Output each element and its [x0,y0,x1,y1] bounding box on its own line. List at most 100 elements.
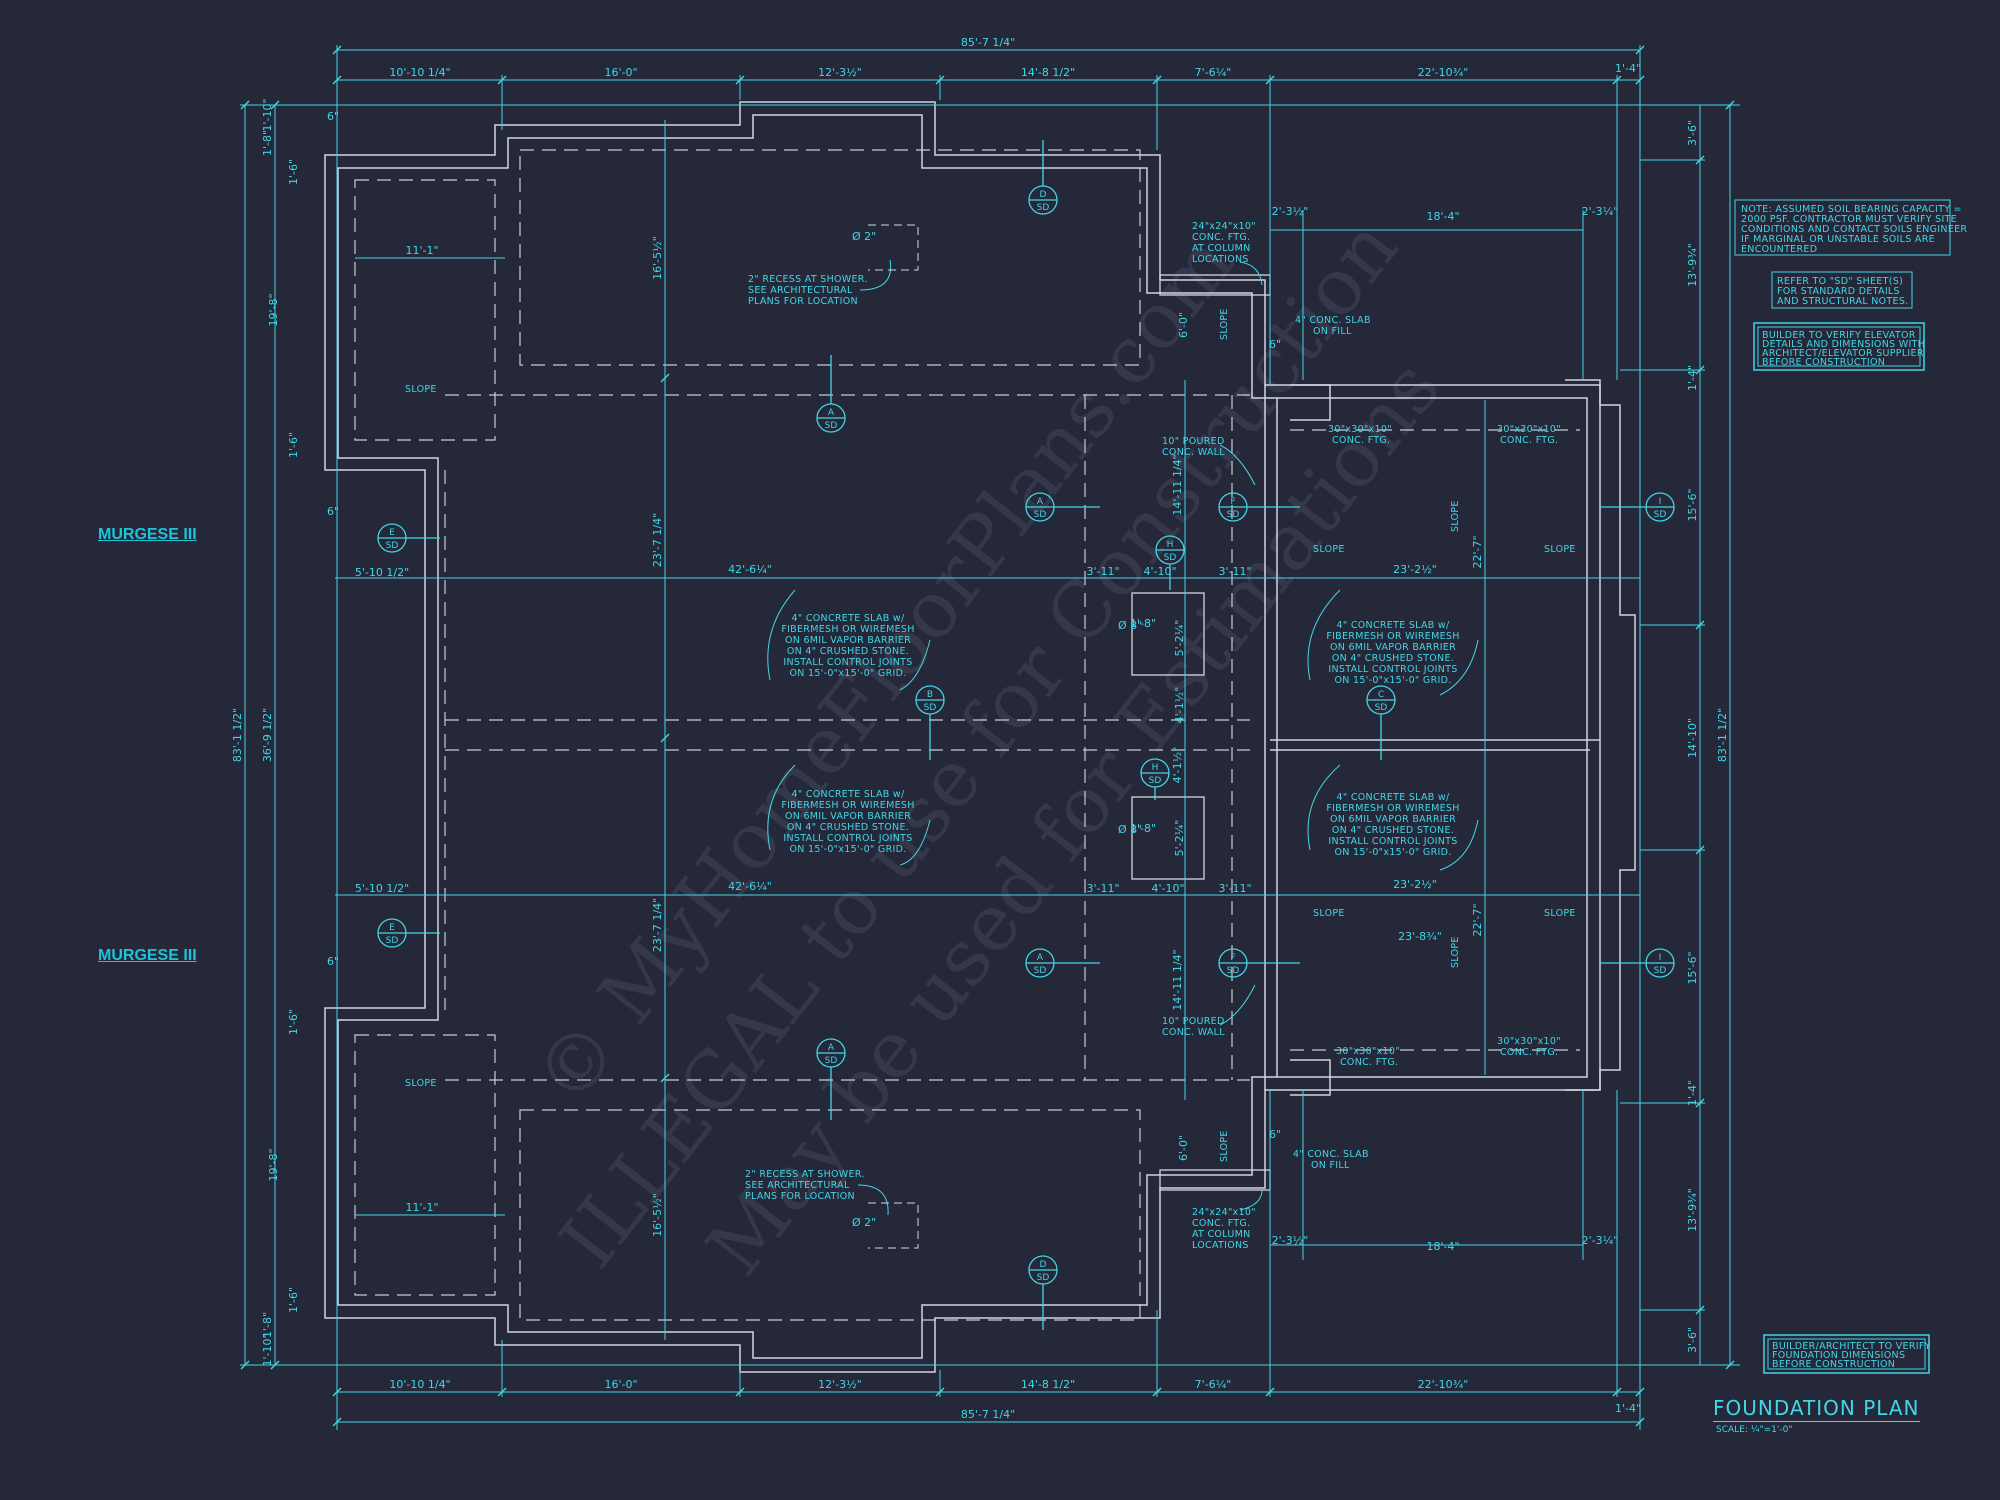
svg-text:1'-8": 1'-8" [1130,822,1156,835]
svg-text:Ø 2": Ø 2" [852,230,876,243]
svg-text:22'-7": 22'-7" [1471,903,1484,936]
svg-text:30"x30"x10": 30"x30"x10" [1497,1036,1561,1047]
svg-text:2" RECESS AT SHOWER.: 2" RECESS AT SHOWER. [748,274,868,285]
svg-text:18'-4": 18'-4" [1426,1240,1459,1253]
svg-text:ON 6MIL VAPOR BARRIER: ON 6MIL VAPOR BARRIER [785,635,911,646]
svg-text:SD: SD [1654,510,1667,520]
svg-text:SLOPE: SLOPE [1450,936,1461,968]
svg-text:22'-7": 22'-7" [1471,535,1484,568]
svg-text:7'-6¼": 7'-6¼" [1195,1378,1232,1391]
svg-text:FOUNDATION DIMENSIONS: FOUNDATION DIMENSIONS [1772,1350,1905,1361]
svg-text:18'-4": 18'-4" [1426,210,1459,223]
svg-text:FIBERMESH OR WIREMESH: FIBERMESH OR WIREMESH [1326,631,1459,642]
svg-text:SD: SD [825,421,838,431]
svg-text:22'-10¾": 22'-10¾" [1418,1378,1469,1391]
svg-text:SD: SD [386,541,399,551]
overall-width-top: 85'-7 1/4" [961,36,1015,49]
svg-text:42'-6¼": 42'-6¼" [728,880,772,893]
svg-text:ON 15'-0"x15'-0" GRID.: ON 15'-0"x15'-0" GRID. [789,668,906,679]
svg-text:2000 PSF. CONTRACTOR MUST VERI: 2000 PSF. CONTRACTOR MUST VERIFY SITE [1741,214,1957,225]
svg-text:1'-4": 1'-4" [1686,1080,1699,1106]
svg-text:CONDITIONS AND CONTACT SOILS E: CONDITIONS AND CONTACT SOILS ENGINEER [1741,224,1967,235]
slab-note-lower: 4" CONCRETE SLAB w/ FIBERMESH OR WIREMES… [781,789,914,855]
svg-text:SLOPE: SLOPE [1544,544,1576,555]
svg-text:AND STRUCTURAL NOTES.: AND STRUCTURAL NOTES. [1777,296,1908,307]
svg-text:SD: SD [1227,966,1240,976]
svg-text:ON 15'-0"x15'-0" GRID.: ON 15'-0"x15'-0" GRID. [1334,675,1451,686]
svg-text:A: A [828,408,835,418]
svg-text:ON 6MIL VAPOR BARRIER: ON 6MIL VAPOR BARRIER [785,811,911,822]
svg-text:ON FILL: ON FILL [1313,326,1352,337]
svg-text:5'-2¼": 5'-2¼" [1173,620,1186,657]
svg-text:ON 15'-0"x15'-0" GRID.: ON 15'-0"x15'-0" GRID. [1334,847,1451,858]
svg-text:4" CONCRETE SLAB w/: 4" CONCRETE SLAB w/ [792,789,905,800]
svg-text:ON 6MIL VAPOR BARRIER: ON 6MIL VAPOR BARRIER [1330,642,1456,653]
svg-text:BUILDER TO VERIFY ELEVATOR: BUILDER TO VERIFY ELEVATOR [1762,330,1916,341]
slab-note-right-upper: 4" CONCRETE SLAB w/ FIBERMESH OR WIREMES… [1326,620,1459,686]
section-tag-a-mid-upper [1025,492,1100,522]
slab-note-upper: 4" CONCRETE SLAB w/ FIBERMESH OR WIREMES… [781,613,914,679]
section-tag-labels: DSD ASD ASD ESD FSD ISD HSD BSD CSD HSD … [386,190,1667,1283]
svg-text:16'-0": 16'-0" [604,66,637,79]
svg-text:30"x30"x10": 30"x30"x10" [1336,1046,1400,1057]
svg-text:CONC. FTG.: CONC. FTG. [1500,1047,1558,1058]
section-tag-e-lower [377,918,440,948]
svg-text:DETAILS AND DIMENSIONS WITH: DETAILS AND DIMENSIONS WITH [1762,339,1925,350]
callout-notes: 4" CONCRETE SLAB w/ FIBERMESH OR WIREMES… [405,221,1576,1251]
svg-text:AT COLUMN: AT COLUMN [1192,243,1250,254]
svg-text:30"x30"x10": 30"x30"x10" [1328,424,1392,435]
section-tag-c [1366,685,1396,760]
svg-text:4" CONCRETE SLAB w/: 4" CONCRETE SLAB w/ [792,613,905,624]
svg-text:4" CONC. SLAB: 4" CONC. SLAB [1295,315,1371,326]
svg-text:FOR STANDARD DETAILS: FOR STANDARD DETAILS [1777,286,1900,297]
overall-width-bottom: 85'-7 1/4" [961,1408,1015,1421]
dimension-ticks [240,45,1735,1427]
svg-text:SD: SD [1034,966,1047,976]
svg-text:CONC. WALL: CONC. WALL [1162,1027,1225,1038]
svg-text:10'-10 1/4": 10'-10 1/4" [389,1378,450,1391]
svg-text:SD: SD [386,936,399,946]
shower-note-lower: 2" RECESS AT SHOWER. SEE ARCHITECTURAL P… [745,1169,919,1249]
svg-text:SD: SD [1654,966,1667,976]
section-tag-h-lower [1140,758,1170,800]
svg-text:ON 4" CRUSHED STONE.: ON 4" CRUSHED STONE. [1332,653,1454,664]
svg-text:SEE ARCHITECTURAL: SEE ARCHITECTURAL [748,285,853,296]
svg-text:4" CONCRETE SLAB w/: 4" CONCRETE SLAB w/ [1337,792,1450,803]
svg-text:PLANS FOR LOCATION: PLANS FOR LOCATION [748,296,858,307]
svg-text:FIBERMESH OR WIREMESH: FIBERMESH OR WIREMESH [781,624,914,635]
svg-text:12'-3½": 12'-3½" [818,1378,862,1391]
svg-text:6": 6" [327,110,339,123]
section-tag-i-lower [1600,948,1675,978]
svg-text:1'-10": 1'-10" [261,1333,274,1366]
svg-text:23'-2½": 23'-2½" [1393,563,1437,576]
general-notes: NOTE: ASSUMED SOIL BEARING CAPACITY = 20… [1734,199,1967,1374]
svg-text:ON 6MIL VAPOR BARRIER: ON 6MIL VAPOR BARRIER [1330,814,1456,825]
svg-text:14'-11 1/4": 14'-11 1/4" [1171,454,1184,515]
svg-text:4'-10": 4'-10" [1151,882,1184,895]
column-footing-note-upper: 24"x24"x10" CONC. FTG. AT COLUMN LOCATIO… [1192,221,1263,286]
svg-text:SLOPE: SLOPE [405,384,437,395]
svg-text:2" RECESS AT SHOWER.: 2" RECESS AT SHOWER. [745,1169,865,1180]
svg-text:2'-3¼": 2'-3¼" [1582,1234,1619,1247]
svg-text:19'-8": 19'-8" [267,293,280,326]
svg-text:19'-8": 19'-8" [267,1148,280,1181]
svg-text:SD: SD [1227,510,1240,520]
svg-text:FIBERMESH OR WIREMESH: FIBERMESH OR WIREMESH [1326,803,1459,814]
svg-text:LOCATIONS: LOCATIONS [1192,1240,1249,1251]
svg-text:LOCATIONS: LOCATIONS [1192,254,1249,265]
svg-text:4'-10": 4'-10" [1143,565,1176,578]
svg-text:15'-6": 15'-6" [1686,951,1699,984]
svg-text:D: D [1040,1260,1047,1270]
elevator-note-box [1753,322,1925,371]
svg-text:SD: SD [825,1056,838,1066]
svg-text:D: D [1040,190,1047,200]
section-tag-d-bottom [1028,1255,1058,1330]
svg-text:24"x24"x10": 24"x24"x10" [1192,221,1256,232]
svg-text:IF MARGINAL OR UNSTABLE SOILS: IF MARGINAL OR UNSTABLE SOILS ARE [1741,234,1935,245]
svg-text:SLOPE: SLOPE [1313,908,1345,919]
svg-text:CONC. FTG.: CONC. FTG. [1192,232,1250,243]
svg-text:11'-1": 11'-1" [405,244,438,257]
overall-depth-left: 83'-1 1/2" [231,708,244,762]
svg-text:1'-6": 1'-6" [287,432,300,458]
